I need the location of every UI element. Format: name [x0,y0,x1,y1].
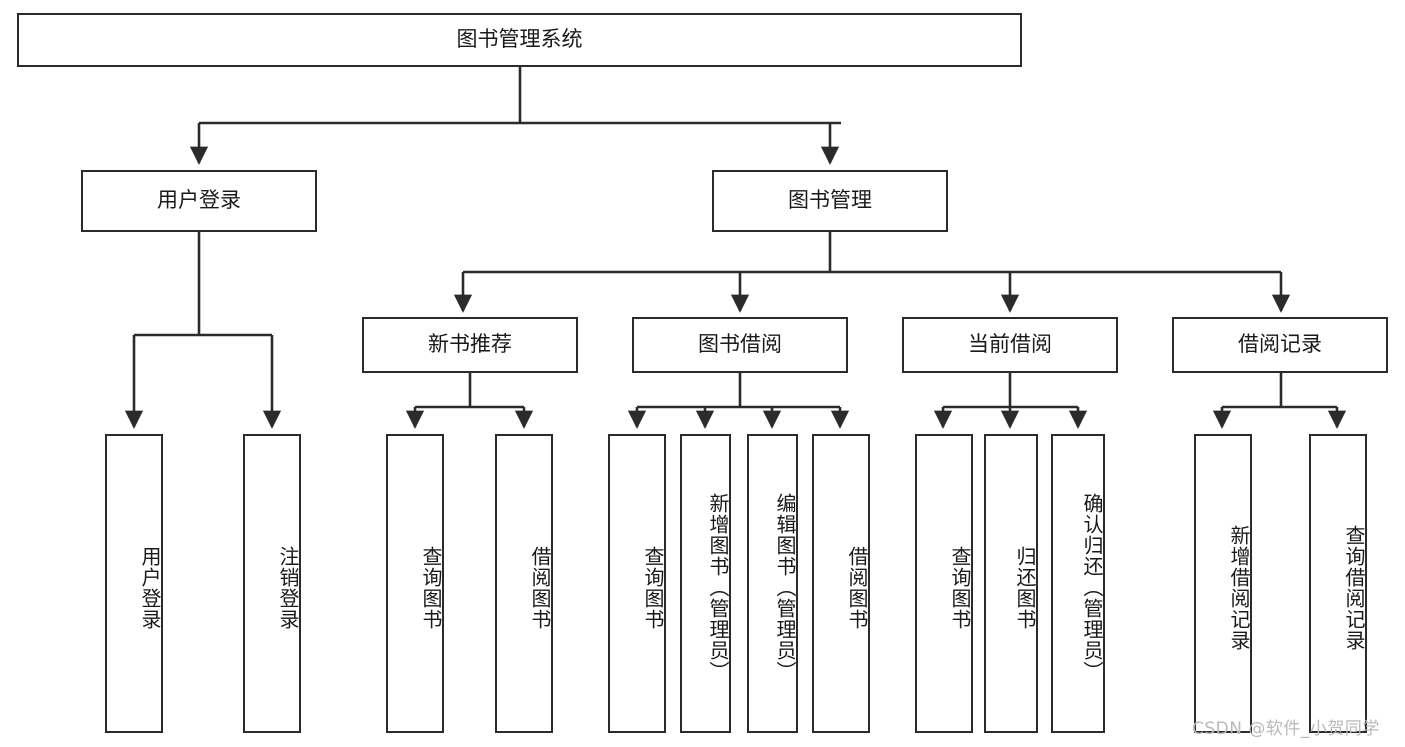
node-borrow-record[interactable]: 借阅记录 [1172,317,1388,373]
node-leaf-borrow-book-1[interactable]: 借阅图书 [495,434,553,733]
node-book-borrow[interactable]: 图书借阅 [632,317,848,373]
node-root-system[interactable]: 图书管理系统 [17,13,1022,67]
node-leaf-query-book-1[interactable]: 查询图书 [386,434,444,733]
node-leaf-logout[interactable]: 注销登录 [243,434,301,733]
node-book-manage[interactable]: 图书管理 [712,170,948,232]
csdn-watermark: CSDN @软件_小贺同学 [1192,719,1380,739]
node-new-book-recommend[interactable]: 新书推荐 [362,317,578,373]
node-leaf-borrow-book-2[interactable]: 借阅图书 [812,434,870,733]
node-leaf-add-record[interactable]: 新增借阅记录 [1194,434,1252,733]
node-leaf-user-login[interactable]: 用户登录 [105,434,163,733]
node-leaf-query-record[interactable]: 查询借阅记录 [1309,434,1367,733]
node-leaf-query-book-2[interactable]: 查询图书 [608,434,666,733]
node-leaf-query-book-3[interactable]: 查询图书 [915,434,973,733]
node-leaf-add-book[interactable]: 新增图书（管理员） [680,434,731,733]
node-leaf-return-book[interactable]: 归还图书 [984,434,1038,733]
node-current-borrow[interactable]: 当前借阅 [902,317,1118,373]
node-leaf-edit-book[interactable]: 编辑图书（管理员） [747,434,798,733]
node-user-login[interactable]: 用户登录 [81,170,317,232]
node-leaf-confirm-return[interactable]: 确认归还（管理员） [1051,434,1105,733]
